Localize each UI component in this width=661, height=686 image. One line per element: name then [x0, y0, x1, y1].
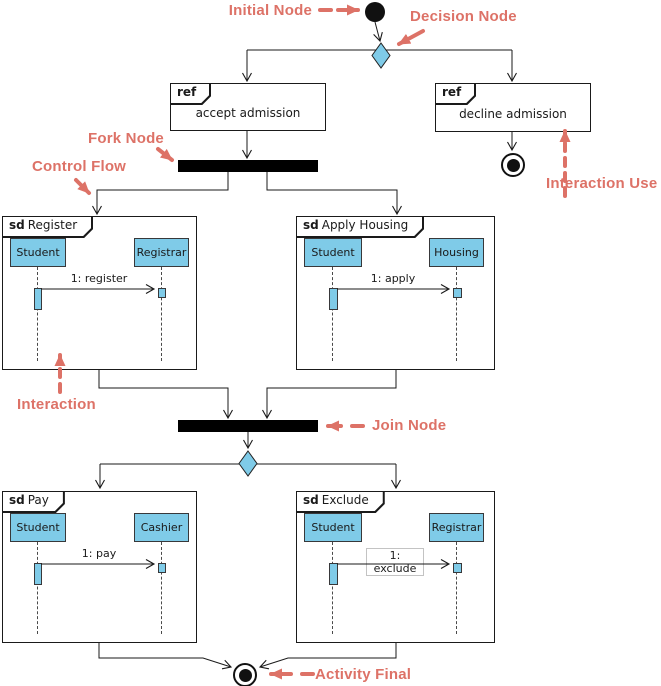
- lifeline: [456, 267, 457, 361]
- flow-fork-to-register: [92, 172, 229, 216]
- decision-node-shape: [371, 42, 391, 69]
- frame-title: Register: [27, 218, 78, 232]
- lifeline: [456, 542, 457, 634]
- lifeline-head: Registrar: [134, 238, 189, 267]
- ref-frame-decline-admission: ref decline admission: [435, 83, 591, 132]
- lifeline: [161, 542, 162, 634]
- lifeline-head: Student: [10, 513, 66, 542]
- flow-register-to-join: [98, 370, 233, 420]
- annotation-fork-node: Fork Node: [88, 130, 164, 147]
- lifeline-head: Housing: [429, 238, 484, 267]
- lifeline: [332, 542, 333, 634]
- join-node-bar: [178, 420, 318, 432]
- annotation-arrow-control-flow: [74, 178, 91, 195]
- message-label: 1: pay: [81, 547, 117, 560]
- lifeline: [37, 267, 38, 361]
- lifeline-head: Cashier: [134, 513, 189, 542]
- annotation-arrow-decision: [397, 29, 425, 46]
- ref-frame-tab: ref: [435, 83, 476, 105]
- interaction-use-label-decline: decline admission: [459, 106, 567, 121]
- lifeline: [332, 267, 333, 361]
- annotation-join-node: Join Node: [372, 417, 447, 434]
- flow-initial-to-decision: [373, 21, 383, 43]
- frame-kind-label: sd: [9, 493, 25, 507]
- merge-node-shape: [238, 450, 258, 477]
- lifeline: [37, 542, 38, 634]
- lifeline: [161, 267, 162, 361]
- activation-bar: [453, 288, 462, 298]
- message-label: 1: apply: [370, 272, 416, 285]
- activity-final-node-right: [501, 153, 525, 177]
- activity-final-node-bottom: [233, 663, 257, 686]
- activation-bar: [329, 563, 338, 585]
- frame-title: Exclude: [321, 493, 369, 507]
- fork-node-bar: [178, 160, 318, 172]
- annotation-interaction-use: Interaction Use: [546, 175, 658, 192]
- frame-title: Apply Housing: [321, 218, 409, 232]
- annotation-arrow-fork: [156, 147, 174, 162]
- frame-kind-label: sd: [303, 218, 319, 232]
- activation-bar: [453, 563, 462, 573]
- flow-fork-to-apply-housing: [266, 172, 402, 216]
- activation-bar: [34, 563, 42, 585]
- interaction-use-label-accept: accept admission: [195, 106, 301, 120]
- annotation-decision-node: Decision Node: [410, 8, 517, 25]
- initial-node: [365, 2, 385, 22]
- frame-kind-label: ref: [442, 85, 462, 99]
- flow-pay-to-final: [98, 643, 233, 670]
- flow-apply-housing-to-join: [262, 370, 397, 420]
- activation-bar: [158, 563, 166, 573]
- annotation-initial-node: Initial Node: [228, 2, 312, 19]
- frame-kind-label: sd: [9, 218, 25, 232]
- ref-frame-accept-admission: ref accept admission: [170, 83, 326, 131]
- lifeline-head: Student: [304, 513, 362, 542]
- activity-final-dot: [238, 668, 252, 682]
- frame-kind-label: sd: [303, 493, 319, 507]
- activity-final-dot: [506, 158, 520, 172]
- lifeline-head: Registrar: [429, 513, 484, 542]
- annotation-interaction: Interaction: [17, 396, 96, 413]
- annotation-activity-final: Activity Final: [315, 666, 412, 683]
- lifeline-head: Student: [304, 238, 362, 267]
- activation-bar: [34, 288, 42, 310]
- flow-exclude-to-final: [258, 643, 397, 670]
- message-label: 1: register: [70, 272, 128, 285]
- frame-title: Pay: [27, 493, 49, 507]
- annotation-control-flow: Control Flow: [32, 158, 127, 175]
- activation-bar: [329, 288, 338, 310]
- ref-frame-tab: ref: [170, 83, 211, 105]
- frame-kind-label: ref: [177, 85, 197, 99]
- message-label: 1: exclude: [366, 548, 424, 576]
- lifeline-head: Student: [10, 238, 66, 267]
- activation-bar: [158, 288, 166, 298]
